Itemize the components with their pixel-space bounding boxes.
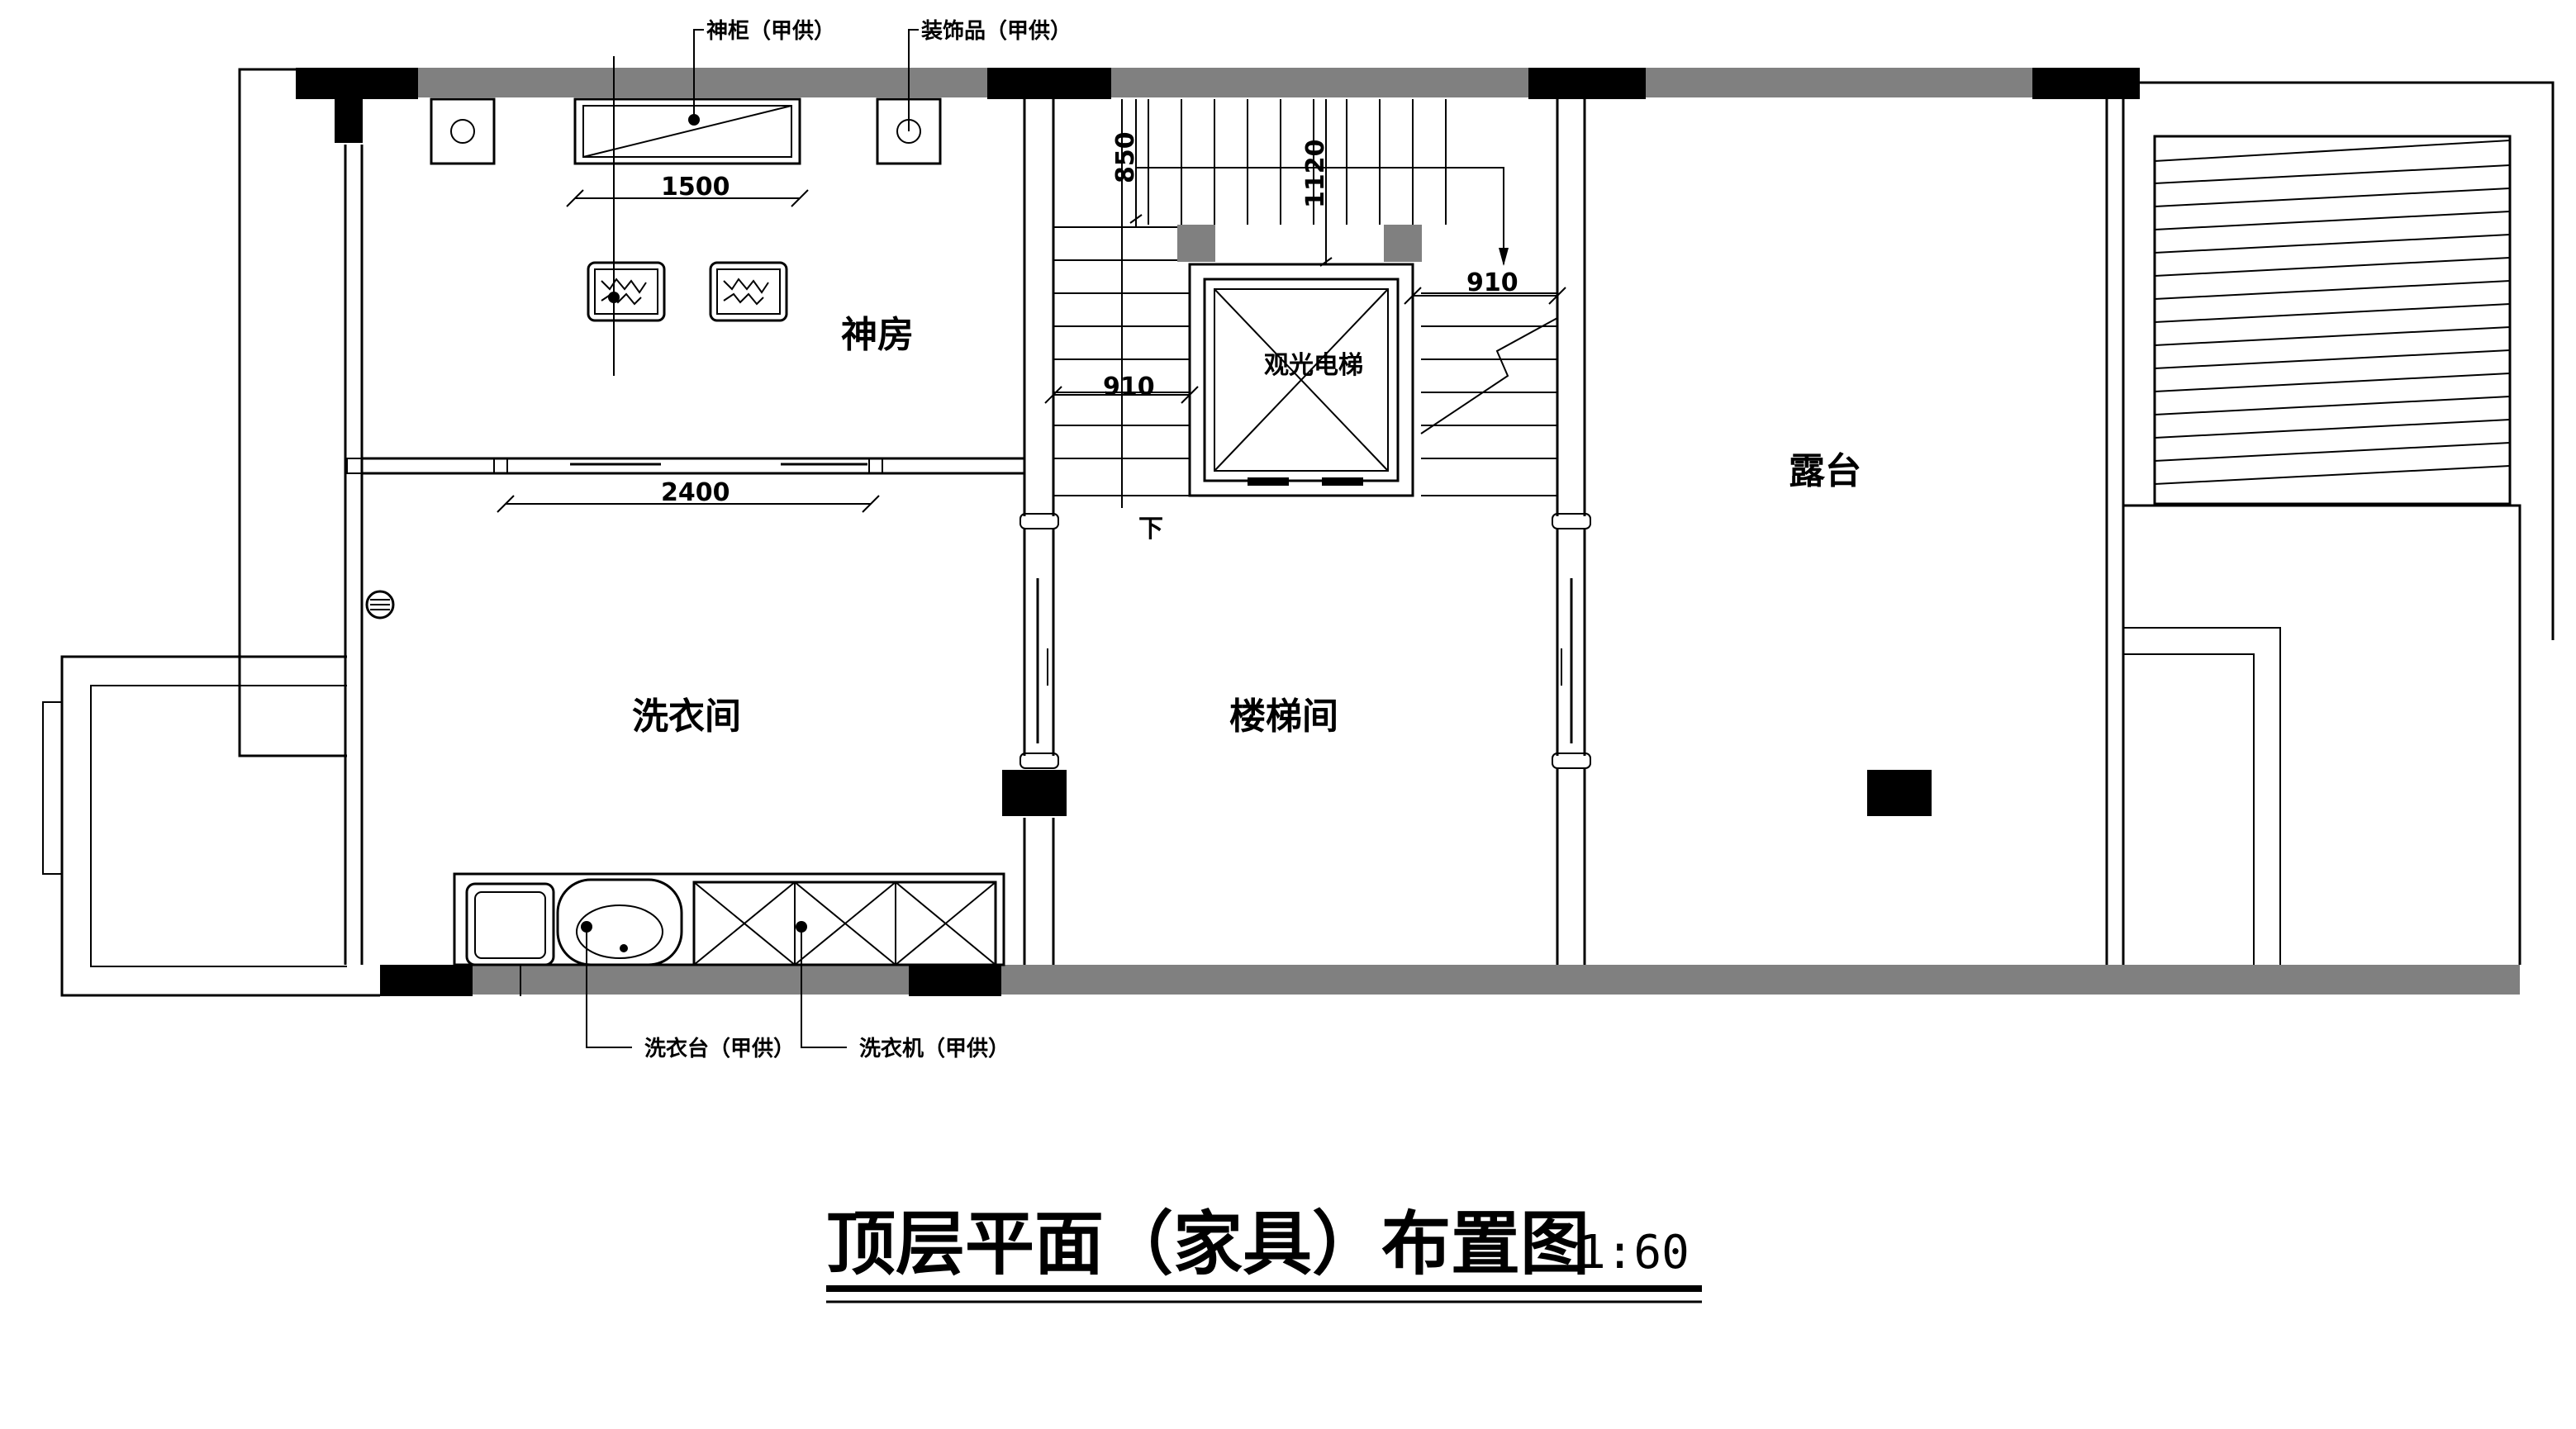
label-washing-machine: 洗衣机（甲供） bbox=[859, 1036, 1010, 1061]
label-wash-basin: 洗衣台（甲供） bbox=[644, 1036, 795, 1061]
stair-treads-right bbox=[1420, 292, 1558, 496]
stair-treads-top bbox=[1148, 99, 1447, 262]
dim-1120: 1120 bbox=[1301, 140, 1330, 209]
decoration-left bbox=[430, 97, 496, 165]
cushion-left-icon bbox=[587, 261, 666, 322]
room-label-terrace: 露台 bbox=[1789, 450, 1861, 492]
elevator-shaft bbox=[1188, 263, 1414, 497]
room-labels: 神房 洗衣间 楼梯间 露台 观光电梯 bbox=[632, 314, 1861, 738]
room-label-laundry: 洗衣间 bbox=[632, 696, 741, 738]
room-label-shrine: 神房 bbox=[841, 314, 914, 356]
wash-basin bbox=[465, 882, 555, 966]
room-label-stair-hall: 楼梯间 bbox=[1229, 696, 1338, 738]
outer-outline bbox=[42, 68, 2555, 997]
top-wall bbox=[296, 68, 2140, 143]
dim-910-left: 910 bbox=[1103, 373, 1155, 401]
label-decoration: 装饰品（甲供） bbox=[921, 19, 1072, 44]
shrine-room bbox=[346, 29, 1024, 513]
terrace bbox=[1867, 135, 2512, 816]
shrine-cabinet bbox=[573, 97, 801, 165]
cushion-right-icon bbox=[709, 261, 788, 322]
floor-drain-icon bbox=[365, 590, 395, 620]
drawing-scale: 1:60 bbox=[1578, 1226, 1690, 1279]
stair-core bbox=[1002, 99, 1591, 965]
wash-sink bbox=[556, 878, 683, 966]
dim-1500: 1500 bbox=[661, 173, 730, 202]
room-label-elevator: 观光电梯 bbox=[1264, 351, 1363, 380]
terrace-louvers bbox=[2153, 135, 2512, 506]
washing-machine bbox=[692, 881, 997, 966]
label-down: 下 bbox=[1138, 515, 1163, 544]
title-block: 顶层平面（家具）布置图 1:60 bbox=[826, 1203, 1702, 1303]
dimension-labels: 1500 2400 850 1120 910 910 bbox=[661, 131, 1519, 507]
furniture-labels: 神柜（甲供） 装饰品（甲供） 洗衣台（甲供） 洗衣机（甲供） 下 bbox=[644, 19, 1163, 1061]
bottom-wall bbox=[380, 965, 2520, 996]
drawing-title: 顶层平面（家具）布置图 bbox=[826, 1203, 1590, 1284]
laundry-fixtures bbox=[365, 590, 1005, 1048]
dim-910-top: 910 bbox=[1466, 268, 1519, 297]
label-shrine-cabinet: 神柜（甲供） bbox=[706, 19, 835, 44]
dim-850: 850 bbox=[1111, 131, 1140, 183]
dim-2400: 2400 bbox=[661, 478, 730, 507]
